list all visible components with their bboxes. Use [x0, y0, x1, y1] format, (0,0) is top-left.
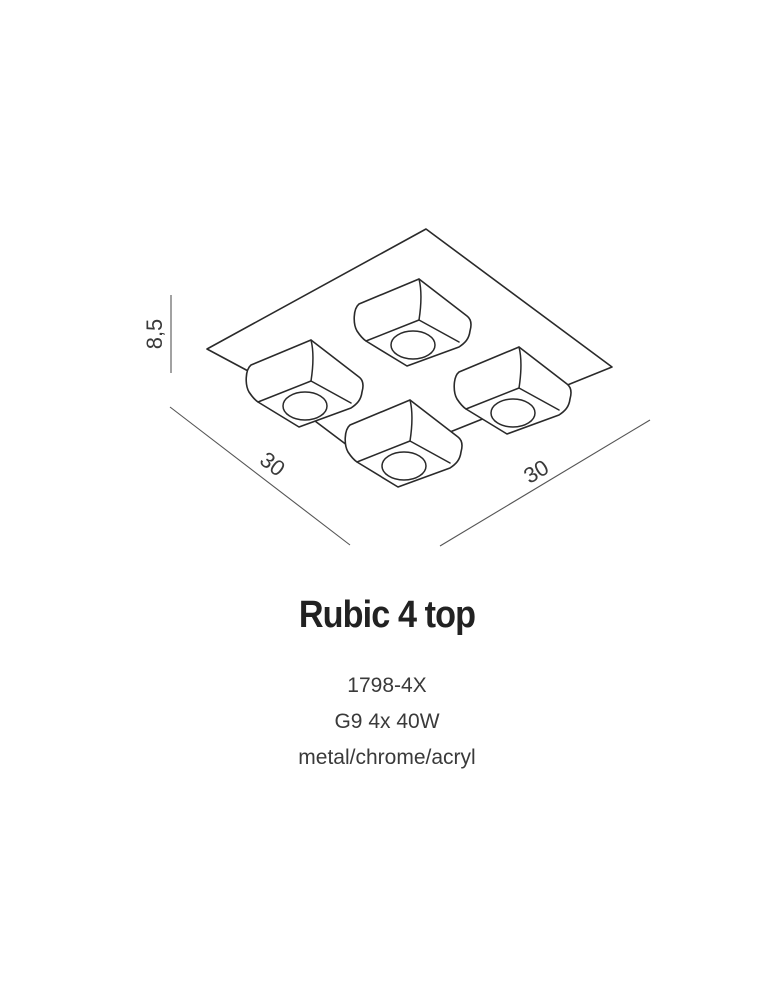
- product-name: Rubic 4 top: [298, 594, 476, 636]
- bulb-spec: G9 4x 40W: [334, 710, 440, 733]
- product-code: 1798-4X: [347, 674, 427, 697]
- height-dimension-label: 8,5: [142, 319, 167, 350]
- width-dimension-line: [169, 406, 351, 546]
- material-spec: metal/chrome/acryl: [298, 746, 476, 769]
- depth-dimension-label: 30: [519, 455, 553, 489]
- depth-dimension-line: [439, 419, 651, 547]
- product-line-drawing: 8,5 30 30: [142, 228, 651, 547]
